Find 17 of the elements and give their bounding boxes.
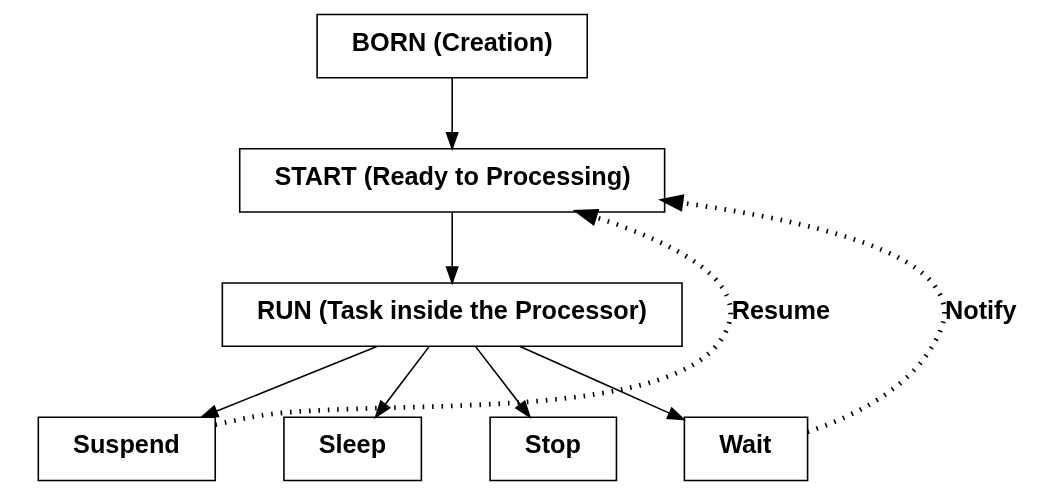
arrow <box>657 194 947 435</box>
node-box: Suspend <box>37 416 216 482</box>
arrow <box>214 209 732 428</box>
node-box: START (Ready to Processing) <box>238 148 665 213</box>
arrow <box>373 345 430 419</box>
edge-label: Notify <box>944 296 1017 325</box>
node-box: BORN (Creation) <box>315 13 588 79</box>
arrow <box>474 345 531 419</box>
arrow <box>198 345 378 419</box>
arrow <box>518 345 686 421</box>
node-box: Sleep <box>282 416 422 482</box>
node-box: Wait <box>683 416 808 482</box>
node-box: RUN (Task inside the Processor) <box>221 282 683 348</box>
node-box: Stop <box>488 416 617 482</box>
arrow <box>445 211 459 286</box>
edge-label: Resume <box>731 296 830 325</box>
arrow <box>445 77 459 151</box>
